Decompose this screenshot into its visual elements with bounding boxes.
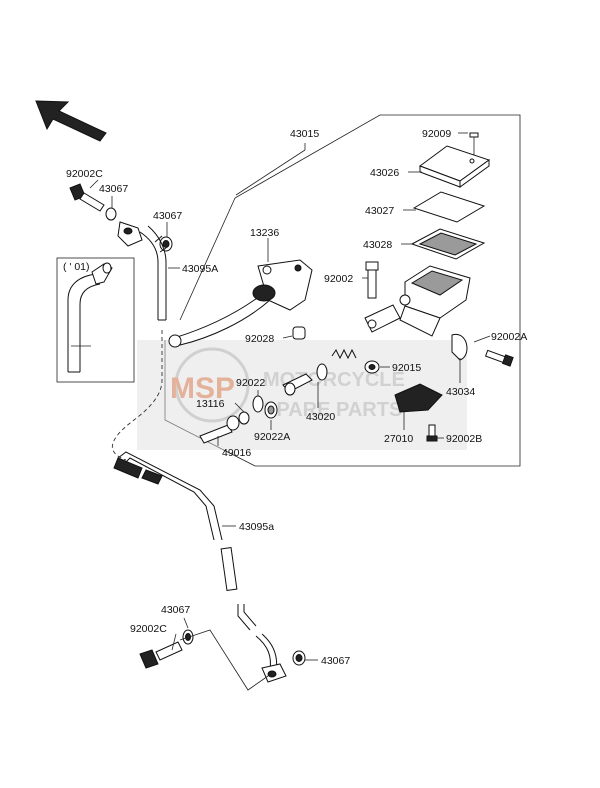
watermark: MSP MOTORCYCLE SPARE PARTS bbox=[137, 340, 467, 450]
reservoir-plate bbox=[412, 191, 486, 223]
part-labels: 43015 92009 43026 43027 43028 13236 9200… bbox=[63, 128, 527, 667]
label-49016: 49016 bbox=[222, 447, 251, 459]
watermark-line1: MOTORCYCLE bbox=[263, 369, 405, 391]
inset-note: ( ' 01) bbox=[63, 261, 90, 273]
piston bbox=[282, 373, 313, 396]
label-92002: 92002 bbox=[324, 273, 353, 285]
label-43067-bottom-1: 43067 bbox=[161, 604, 190, 616]
reservoir-diaphragm bbox=[410, 228, 486, 260]
bushing bbox=[292, 326, 306, 340]
bottom-bracket-line bbox=[179, 629, 269, 691]
washer-top-1 bbox=[105, 207, 117, 221]
label-92002C-top: 92002C bbox=[66, 168, 103, 180]
switch-screw bbox=[426, 424, 438, 442]
label-92009: 92009 bbox=[422, 128, 451, 140]
banjo-fitting-top bbox=[117, 221, 143, 247]
label-43067-top-2: 43067 bbox=[153, 210, 182, 222]
label-43067-top-1: 43067 bbox=[99, 183, 128, 195]
label-92028: 92028 bbox=[245, 333, 274, 345]
clamp-bolt bbox=[484, 349, 514, 367]
inset-box bbox=[56, 257, 135, 383]
direction-arrow bbox=[35, 100, 107, 142]
lever-link bbox=[364, 304, 401, 333]
label-43034: 43034 bbox=[446, 386, 475, 398]
label-13116: 13116 bbox=[196, 398, 225, 410]
washer-bottom-2 bbox=[292, 650, 306, 666]
label-92002B: 92002B bbox=[446, 433, 482, 445]
watermark-logo: MSP bbox=[170, 372, 235, 405]
label-92022: 92022 bbox=[236, 377, 265, 389]
label-13236: 13236 bbox=[250, 227, 279, 239]
label-92002A: 92002A bbox=[491, 331, 527, 343]
label-43028: 43028 bbox=[363, 239, 392, 251]
label-43067-bottom-2: 43067 bbox=[321, 655, 350, 667]
label-43015: 43015 bbox=[290, 128, 319, 140]
label-92022A: 92022A bbox=[254, 431, 290, 443]
clutch-lever bbox=[168, 259, 313, 348]
washer-92015 bbox=[364, 360, 380, 374]
seal-92022 bbox=[252, 395, 264, 413]
hose-top bbox=[139, 225, 167, 321]
return-spring bbox=[331, 348, 357, 360]
seal-92022A bbox=[264, 401, 278, 419]
inset-hose bbox=[67, 262, 113, 373]
banjo-bolt-top bbox=[69, 183, 105, 212]
dashed-link-top bbox=[111, 330, 163, 461]
label-43020: 43020 bbox=[306, 411, 335, 423]
reservoir-cap bbox=[418, 145, 491, 188]
label-43027: 43027 bbox=[365, 205, 394, 217]
banjo-bolt-bottom bbox=[139, 641, 183, 669]
leader-lines bbox=[71, 132, 491, 661]
master-cylinder-body bbox=[399, 265, 471, 337]
switch bbox=[394, 383, 443, 413]
label-43095a: 43095a bbox=[239, 521, 274, 533]
label-92002C-bottom: 92002C bbox=[130, 623, 167, 635]
washer-top-2 bbox=[159, 236, 173, 252]
piston-seal bbox=[316, 363, 328, 381]
hose-bottom bbox=[113, 451, 287, 683]
label-43026: 43026 bbox=[370, 167, 399, 179]
watermark-line2: SPARE PARTS bbox=[263, 399, 402, 421]
label-92015: 92015 bbox=[392, 362, 421, 374]
assembly-outline bbox=[164, 114, 521, 467]
label-27010: 27010 bbox=[384, 433, 413, 445]
pivot-bolt bbox=[365, 261, 379, 299]
label-43095A: 43095A bbox=[182, 263, 218, 275]
